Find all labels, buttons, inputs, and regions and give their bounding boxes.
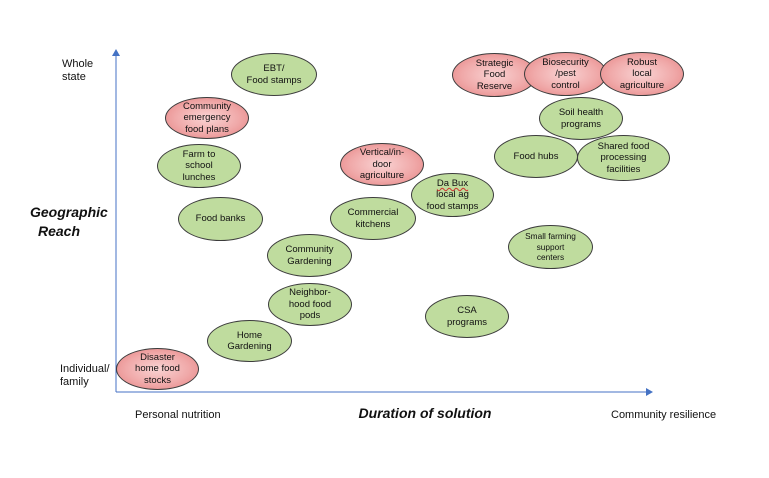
bubble-community-emergency-food-plans: Community emergency food plans	[165, 97, 249, 139]
bubble-neighborhood-food-pods: Neighbor- hood food pods	[268, 283, 352, 326]
bubble-disaster-home-food-stocks: Disaster home food stocks	[116, 348, 199, 390]
bubble-ebt-food-stamps: EBT/ Food stamps	[231, 53, 317, 96]
bubble-biosecurity-pest-control: Biosecurity /pest control	[524, 52, 607, 96]
bubble-robust-local-agriculture: Robust local agriculture	[600, 52, 684, 96]
bubble-community-gardening: Community Gardening	[267, 234, 352, 277]
bubble-soil-health-programs: Soil health programs	[539, 97, 623, 140]
x-axis-title: Duration of solution	[358, 405, 492, 421]
bubble-commercial-kitchens: Commercial kitchens	[330, 197, 416, 240]
y-axis-bottom-label: Individual/ family	[60, 363, 110, 388]
bubble-strategic-food-reserve: Strategic Food Reserve	[452, 53, 537, 97]
da-bux-label: Da Bux	[436, 177, 469, 189]
bubble-food-banks: Food banks	[178, 197, 263, 241]
bubble-food-hubs: Food hubs	[494, 135, 578, 178]
bubble-shared-food-processing-facilities: Shared food processing facilities	[577, 135, 670, 181]
bubble-vertical-indoor-agriculture: Vertical/in- door agriculture	[340, 143, 424, 186]
bubble-da-bux: Da Bux local ag food stamps	[411, 173, 494, 217]
bubble-home-gardening: Home Gardening	[207, 320, 292, 362]
y-axis-top-label: Whole state	[62, 58, 94, 83]
da-bux-description: local ag food stamps	[426, 189, 479, 212]
bubble-small-farming-support-centers: Small farming support centers	[508, 225, 593, 269]
x-axis-left-label: Personal nutrition	[135, 409, 221, 421]
bubble-farm-to-school-lunches: Farm to school lunches	[157, 144, 241, 188]
y-axis-title: Geographic Reach	[30, 204, 108, 239]
x-axis-right-label: Community resilience	[611, 409, 717, 421]
bubble-csa-programs: CSA programs	[425, 295, 509, 338]
